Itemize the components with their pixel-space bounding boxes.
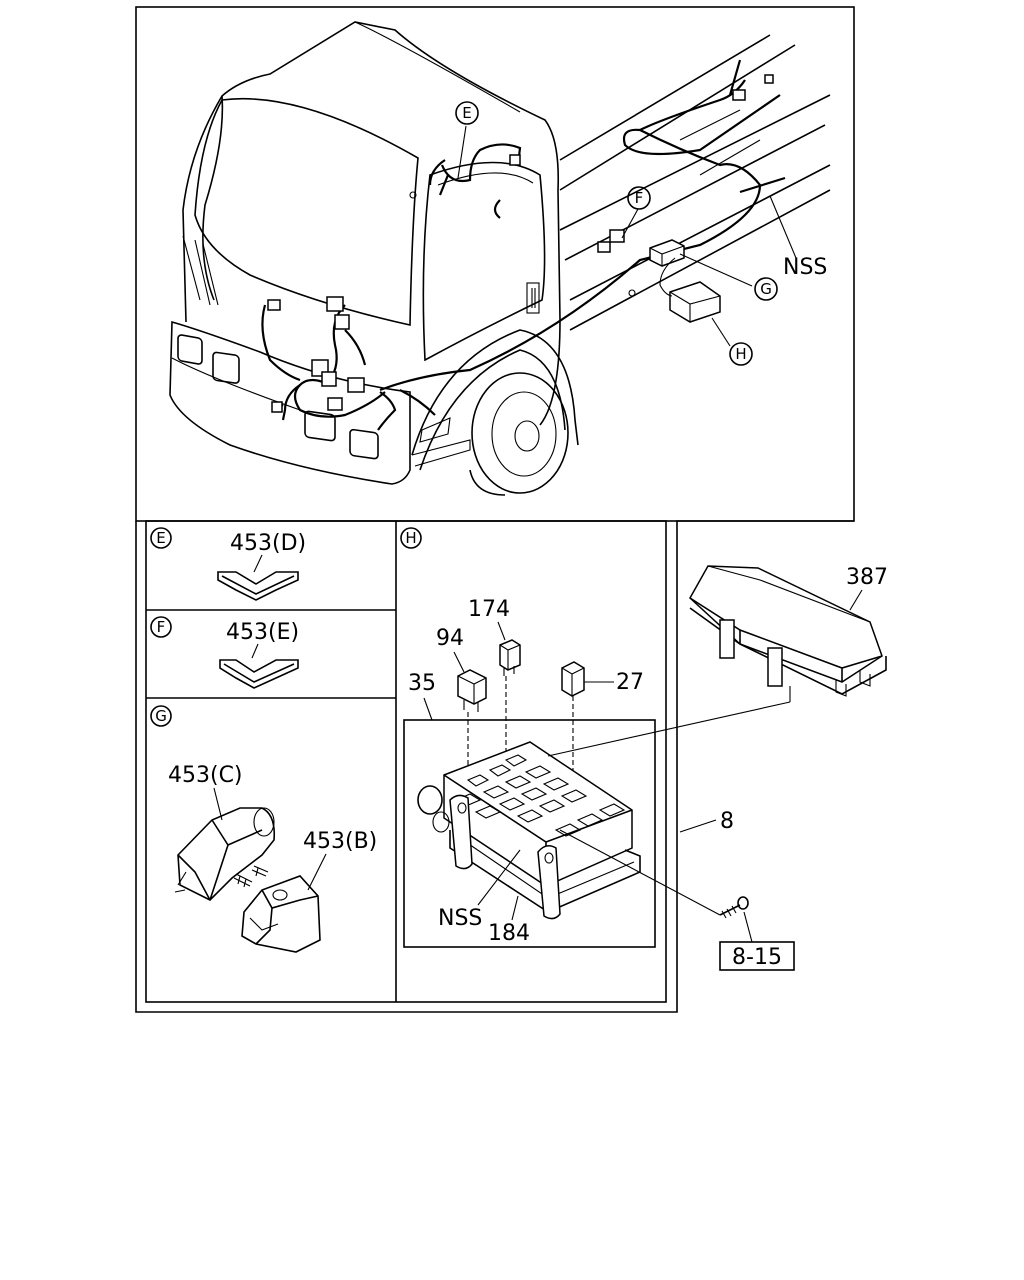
fuse-box-inner-frame <box>403 719 656 948</box>
part-nss-label-h: NSS <box>438 906 482 931</box>
panel-g: G 453(C) 453(B) <box>150 705 377 953</box>
part-387-label: 387 <box>846 565 888 590</box>
part-453d-label: 453(D) <box>230 531 306 556</box>
reference-box-8-15 <box>719 941 795 971</box>
callout-g-main: G <box>754 277 778 301</box>
detail-panels-frame <box>145 520 667 1003</box>
part-453b-label: 453(B) <box>303 829 377 854</box>
truck-illustration <box>169 21 831 496</box>
part-453e-label: 453(E) <box>226 620 299 645</box>
part-35-label: 35 <box>408 671 436 696</box>
part-8-label: 8 <box>720 809 734 834</box>
clip-453e <box>219 659 299 689</box>
panel-e: E 453(D) <box>150 527 306 601</box>
clip-453d <box>217 571 299 601</box>
main-leaders <box>457 125 797 347</box>
panel-f: F 453(E) <box>150 616 299 689</box>
label-nss-main: NSS <box>783 255 827 280</box>
part-174-label: 174 <box>468 597 510 622</box>
frames <box>135 6 855 1013</box>
panel-h: H 174 94 35 27 <box>400 527 644 946</box>
part-184-label: 184 <box>488 921 530 946</box>
relay-94 <box>457 669 487 705</box>
fuse-27 <box>561 661 585 697</box>
callout-e-letter: E <box>462 104 471 122</box>
part-94-label: 94 <box>436 626 464 651</box>
relay-453c <box>177 807 276 901</box>
fuse-box-35 <box>417 741 641 920</box>
callout-f-main: F <box>627 186 651 210</box>
main-view-frame <box>135 6 855 522</box>
callout-e-main: E <box>455 101 479 125</box>
bolt-8-15 <box>719 896 749 919</box>
callout-h-main: H <box>729 342 753 366</box>
part-453c-label: 453(C) <box>168 763 243 788</box>
reference-8-15-label: 8-15 <box>732 945 782 970</box>
cover-group: 387 8 8-15 <box>547 565 888 971</box>
part-27-label: 27 <box>616 670 644 695</box>
bracket-453b <box>241 875 321 953</box>
fuse-174 <box>499 639 521 671</box>
callout-g-letter: G <box>760 280 772 298</box>
callout-f-letter: F <box>635 189 644 207</box>
callout-h-letter: H <box>735 345 746 363</box>
outer-detail-frame <box>135 520 854 1013</box>
panel-g-letter: G <box>155 707 167 725</box>
panel-h-letter: H <box>405 529 416 547</box>
panel-f-letter: F <box>157 618 166 636</box>
fuse-box-cover-387 <box>689 565 887 697</box>
panel-e-letter: E <box>156 529 165 547</box>
